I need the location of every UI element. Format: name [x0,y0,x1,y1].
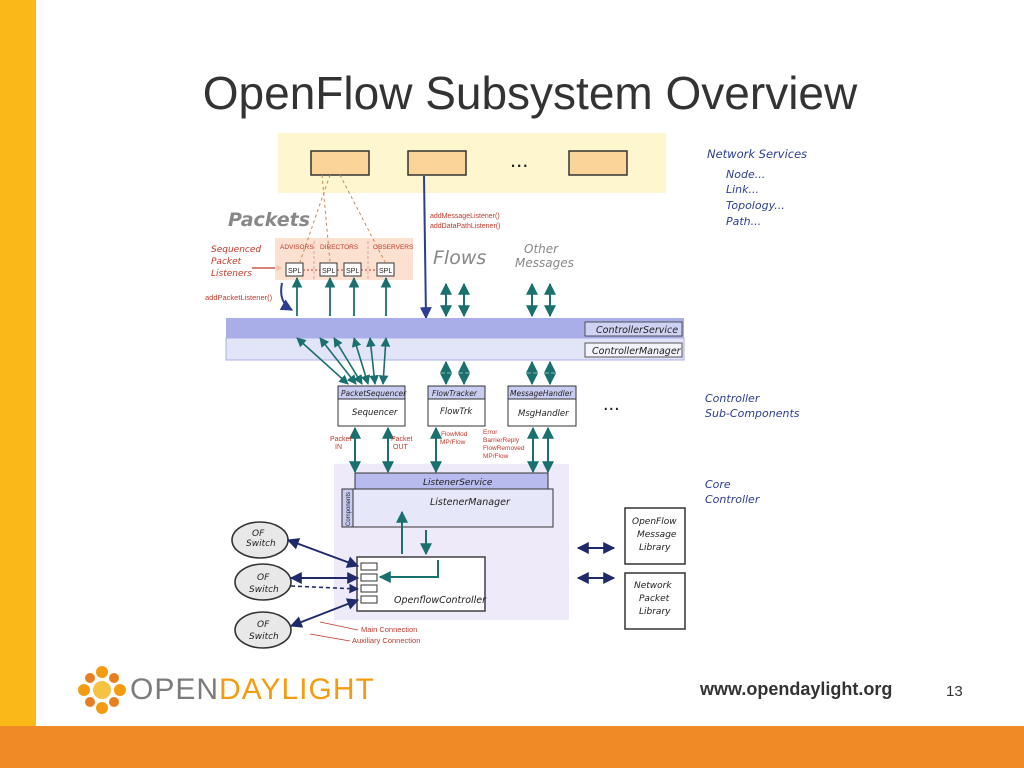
services-ellipsis: ... [510,147,528,172]
openflow-message-library-box [624,507,686,565]
sub-components-ellipsis: ... [603,393,620,415]
add-message-listener-label: addMessageListener() [430,213,500,220]
packet-in-label-1: Packet [330,436,351,443]
controller-service-label: ControllerService [596,325,678,336]
packet-sequencer-body: Sequencer [352,408,398,418]
flowmod-label-1: FlowMod [441,431,468,438]
network-packet-library-box [624,572,686,630]
network-service-item-link: Link... [726,183,759,196]
add-datapath-listener-label: addDataPathListener() [430,223,500,230]
sequenced-label-1: Sequenced [211,245,261,255]
svg-text:SPL: SPL [288,268,301,275]
openflow-library-line-2: Message [637,530,677,540]
main-connection-label: Main Connection [361,625,417,634]
barrier-reply-label: BarrierReply [483,437,520,444]
svg-text:Switch: Switch [249,585,279,595]
openflow-controller-box [356,556,486,612]
network-service-item-node: Node... [726,168,765,181]
flow-tracker-body: FlowTrk [440,407,473,417]
core-controller-label-1: Core [705,478,731,491]
left-accent-bar [0,0,36,768]
slide-title: OpenFlow Subsystem Overview [202,67,858,119]
page-number: 13 [946,683,963,700]
flowmod-label-2: MP/Flow [440,439,466,446]
column-header-directors: DIRECTORS [320,244,359,251]
network-library-line-3: Library [639,607,671,617]
packets-label: Packets [228,209,310,231]
openflow-library-line-1: OpenFlow [632,517,677,527]
service-box-1 [310,150,370,176]
packet-sequencer-header: PacketSequencer [341,389,407,398]
network-service-item-topology: Topology... [726,199,785,212]
network-library-line-2: Packet [639,594,670,604]
footer-url[interactable]: www.opendaylight.org [700,679,893,699]
core-controller-label-2: Controller [705,493,761,506]
svg-text:SPL: SPL [346,268,359,275]
of-switch-3 [234,611,292,649]
service-box-3 [568,150,628,176]
svg-text:OF: OF [252,529,265,539]
spl-box-4 [376,262,395,277]
controller-sub-components-2: Sub-Components [705,407,800,420]
column-header-advisors: ADVISORS [280,244,314,251]
add-packet-listener-label: addPacketListener() [205,293,273,302]
sequenced-label-2: Packet [211,257,242,267]
logo-text-open: OPEN [130,673,220,706]
controller-manager-label: ControllerManager [592,346,682,357]
openflow-controller-label: OpenflowController [394,595,487,606]
svg-text:Switch: Switch [246,539,276,549]
connection-port-3 [360,584,378,593]
packet-out-label-2: OUT [393,444,409,451]
svg-text:SPL: SPL [322,268,335,275]
listener-service-label: ListenerService [423,478,493,488]
message-handler-body: MsgHandler [518,409,569,419]
other-messages-line-2: Messages [515,256,574,270]
message-handler-header: MessageHandler [510,389,573,398]
flow-tracker-header: FlowTracker [432,389,478,398]
opendaylight-logo-icon [78,666,126,714]
controller-sub-components-1: Controller [705,392,761,405]
opendaylight-logo-text: OPENDAYLIGHT [130,673,375,707]
network-service-item-path: Path... [726,215,761,228]
flows-label: Flows [433,247,486,269]
openflow-library-line-3: Library [639,543,671,553]
logo-text-daylight: DAYLIGHT [219,673,375,706]
packet-in-label-2: IN [335,444,342,451]
listener-manager-box [352,488,554,528]
connection-port-1 [360,562,378,571]
bottom-accent-bar [0,726,1024,768]
svg-text:OF: OF [257,620,270,630]
components-side-label: Components [346,492,352,526]
packet-out-label-1: Packet [391,436,412,443]
svg-text:OF: OF [257,573,270,583]
mp-flow-label: MP/Flow [483,453,509,460]
connection-port-2 [360,573,378,582]
service-box-2 [407,150,467,176]
auxiliary-connection-label: Auxiliary Connection [352,636,420,645]
network-services-title: Network Services [707,147,807,161]
controller-service-bar [226,318,684,338]
other-messages-line-1: Other [524,242,559,256]
sequenced-label-3: Listeners [211,269,252,279]
column-header-observers: OBSERVERS [373,244,414,251]
svg-text:Switch: Switch [249,632,279,642]
listener-manager-label: ListenerManager [430,497,511,508]
network-library-line-1: Network [634,581,672,591]
error-label: Error [483,429,498,436]
connection-port-4 [360,595,378,604]
svg-text:SPL: SPL [379,268,392,275]
flow-removed-label: FlowRemoved [483,445,525,452]
